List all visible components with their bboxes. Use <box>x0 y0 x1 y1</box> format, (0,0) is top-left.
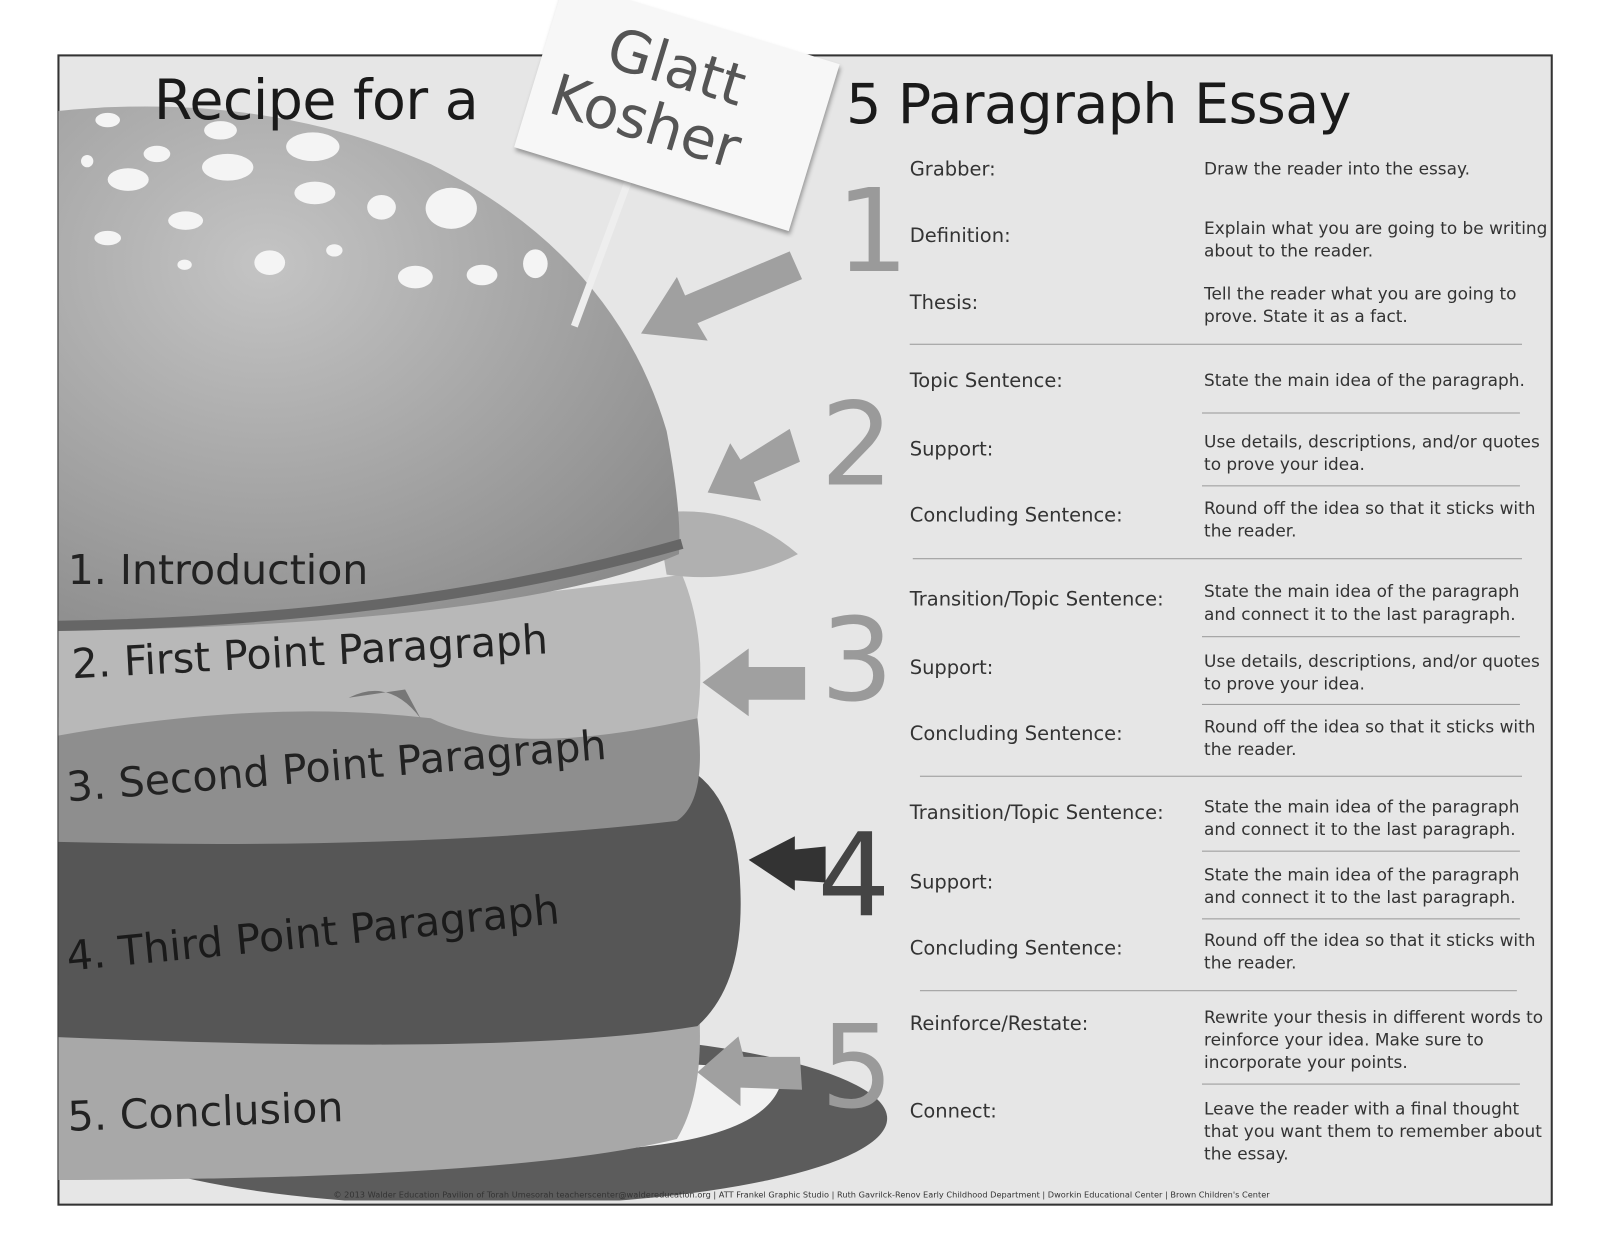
row-desc: Draw the reader into the essay. <box>1204 159 1470 179</box>
row-label: Thesis: <box>909 291 979 314</box>
row-desc: Rewrite your thesis in different words t… <box>1204 1007 1544 1073</box>
row-label: Transition/Topic Sentence: <box>909 587 1164 611</box>
row-desc: Use details, descriptions, and/or quotes… <box>1204 651 1540 694</box>
divider <box>1202 918 1520 920</box>
row-desc: Use details, descriptions, and/or quotes… <box>1204 431 1540 475</box>
row-label: Topic Sentence: <box>909 369 1063 392</box>
lettuce-flap <box>656 511 798 578</box>
row-desc: Leave the reader with a final thought th… <box>1204 1098 1542 1164</box>
layer-label-introduction: 1. Introduction <box>67 546 369 595</box>
divider <box>1202 1083 1520 1085</box>
divider <box>1202 850 1520 852</box>
number-4: 4 <box>817 809 891 943</box>
number-2: 2 <box>820 378 894 513</box>
row-desc: State the main idea of the paragraph and… <box>1204 581 1520 624</box>
divider <box>909 343 1522 345</box>
number-1: 1 <box>835 165 909 299</box>
row-label: Support: <box>909 438 994 461</box>
arrow-3-icon <box>702 648 806 717</box>
arrow-1-icon <box>641 251 803 341</box>
divider <box>1202 703 1520 705</box>
row-desc: Explain what you are going to be writing… <box>1204 218 1548 261</box>
divider <box>919 775 1522 777</box>
row-label: Grabber: <box>909 158 996 181</box>
divider <box>1202 412 1520 414</box>
divider <box>919 990 1517 992</box>
row-desc: Tell the reader what you are going to pr… <box>1204 284 1517 327</box>
row-desc: Round off the idea so that it sticks wit… <box>1204 498 1536 541</box>
arrow-5-icon <box>697 1036 803 1107</box>
arrow-2-icon <box>707 428 800 501</box>
row-label: Support: <box>909 871 994 894</box>
row-label: Connect: <box>909 1099 997 1123</box>
number-5: 5 <box>820 1001 894 1135</box>
row-label: Support: <box>909 656 994 680</box>
number-3: 3 <box>820 594 894 728</box>
row-desc: State the main idea of the paragraph and… <box>1204 865 1520 908</box>
row-label: Reinforce/Restate: <box>909 1012 1089 1036</box>
divider <box>1202 485 1520 487</box>
layer-label-conclusion: 5. Conclusion <box>66 1084 345 1142</box>
row-desc: State the main idea of the paragraph and… <box>1204 797 1520 840</box>
row-label: Concluding Sentence: <box>909 503 1123 527</box>
row-label: Definition: <box>909 224 1011 248</box>
row-label: Transition/Topic Sentence: <box>909 801 1164 824</box>
row-desc: Round off the idea so that it sticks wit… <box>1204 717 1536 760</box>
row-desc: State the main idea of the paragraph. <box>1204 370 1525 390</box>
arrows <box>641 251 826 1107</box>
row-label: Concluding Sentence: <box>909 722 1123 745</box>
divider <box>912 558 1522 560</box>
title-right: 5 Paragraph Essay <box>846 71 1351 137</box>
sign-stick <box>570 173 635 328</box>
footer-credits: © 2013 Walder Education Pavilion of Tora… <box>333 1190 1270 1200</box>
divider <box>1202 636 1520 638</box>
row-desc: Round off the idea so that it sticks wit… <box>1204 930 1536 973</box>
title-left: Recipe for a <box>153 67 479 133</box>
arrow-4-icon <box>748 836 826 891</box>
row-label: Concluding Sentence: <box>909 936 1123 960</box>
sesame-seeds <box>81 112 548 289</box>
top-bun <box>58 106 680 631</box>
